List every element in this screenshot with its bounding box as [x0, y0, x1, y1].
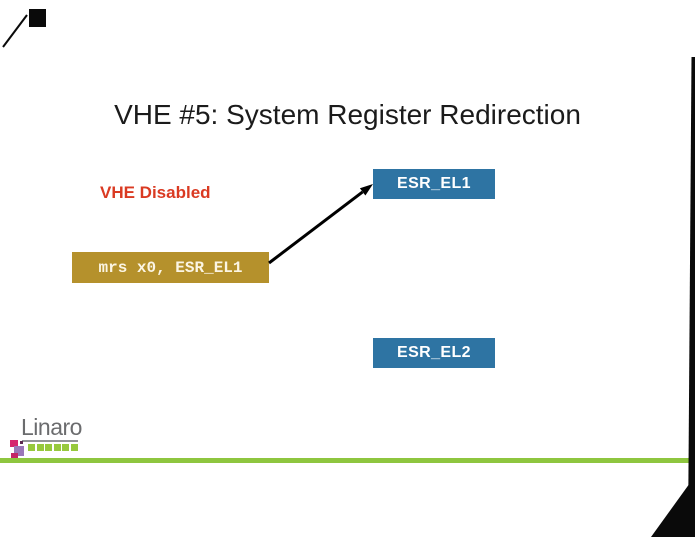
slide-title: VHE #5: System Register Redirection [114, 99, 581, 130]
register-box-esr-el1: ESR_EL1 [373, 169, 495, 199]
register-label-esr-el1: ESR_EL1 [397, 175, 471, 192]
accent-line [0, 458, 695, 463]
logo-green-square [62, 444, 69, 451]
artifact-top-left-sliver [2, 14, 28, 48]
logo-green-square [53, 444, 61, 451]
linaro-logo-underline [22, 440, 78, 442]
vhe-status-label: VHE Disabled [100, 183, 211, 202]
artifact-bottom-right-triangle [651, 476, 695, 537]
logo-green-square [70, 444, 78, 451]
logo-pink-square-small [11, 453, 18, 459]
instruction-text: mrs x0, ESR_EL1 [98, 258, 243, 277]
logo-green-square [36, 444, 44, 451]
logo-purple-square [14, 446, 24, 456]
linaro-logo-green-squares [28, 444, 78, 451]
register-box-esr-el2: ESR_EL2 [373, 338, 495, 368]
register-label-esr-el2: ESR_EL2 [397, 344, 471, 361]
artifact-top-left-square [29, 9, 46, 27]
logo-dark-dot [20, 441, 23, 444]
logo-green-square [28, 444, 35, 451]
logo-green-square [45, 444, 52, 451]
logo-pink-square [10, 440, 18, 447]
instruction-box: mrs x0, ESR_EL1 [72, 252, 269, 283]
linaro-logo-text: Linaro [21, 414, 82, 440]
